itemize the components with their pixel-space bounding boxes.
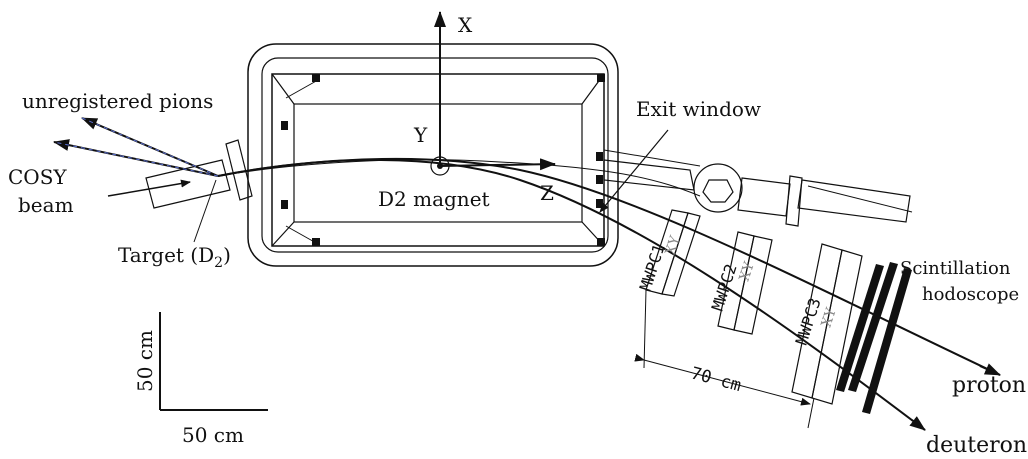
scintillation-label-line2: hodoscope xyxy=(922,284,1019,305)
target-label: Target (D2) xyxy=(118,243,231,271)
distance-70cm xyxy=(634,289,815,429)
exit-window-label: Exit window xyxy=(636,97,761,121)
mwpc2-label: MWPC2 xyxy=(708,262,741,314)
axis-y-label: Y xyxy=(413,123,428,147)
axis-x-label: X xyxy=(458,13,473,37)
mwpc3-chamber xyxy=(791,243,863,405)
cosy-beam-arrow xyxy=(107,179,191,197)
scale-bar xyxy=(159,312,268,411)
mwpc1-xy-label: XY xyxy=(663,233,684,257)
mwpc2-xy-label: XY xyxy=(737,259,758,283)
deuteron-label: deuteron xyxy=(926,433,1027,458)
mwpc2-chamber xyxy=(717,231,773,335)
particle-trajectories xyxy=(217,157,1001,431)
cosy-beam-label-line2: beam xyxy=(18,193,74,217)
coordinate-axes xyxy=(430,11,556,176)
d2-magnet-housing xyxy=(247,43,619,267)
exit-window-arrow xyxy=(599,129,669,213)
mwpc3-xy-label: XY xyxy=(819,305,840,329)
proton-label: proton xyxy=(952,373,1026,398)
cosy-beam-label-line1: COSY xyxy=(8,165,67,189)
mwpc1-chamber xyxy=(645,209,701,297)
scintillation-label-line1: Scintillation xyxy=(900,258,1011,279)
scintillation-hodoscope xyxy=(836,262,912,414)
magnet-label: D2 magnet xyxy=(378,187,490,211)
scale-horizontal-label: 50 cm xyxy=(182,423,244,447)
axis-z-label: Z xyxy=(540,181,554,205)
unregistered-pion-tracks xyxy=(53,117,219,177)
unregistered-pions-label: unregistered pions xyxy=(22,89,213,113)
exit-beam-pipe xyxy=(603,149,913,227)
entrance-beam-pipe xyxy=(145,139,253,209)
scale-vertical-label: 50 cm xyxy=(133,330,157,392)
distance-70cm-label: 70 cm xyxy=(689,364,744,397)
target-pointer xyxy=(193,179,217,243)
